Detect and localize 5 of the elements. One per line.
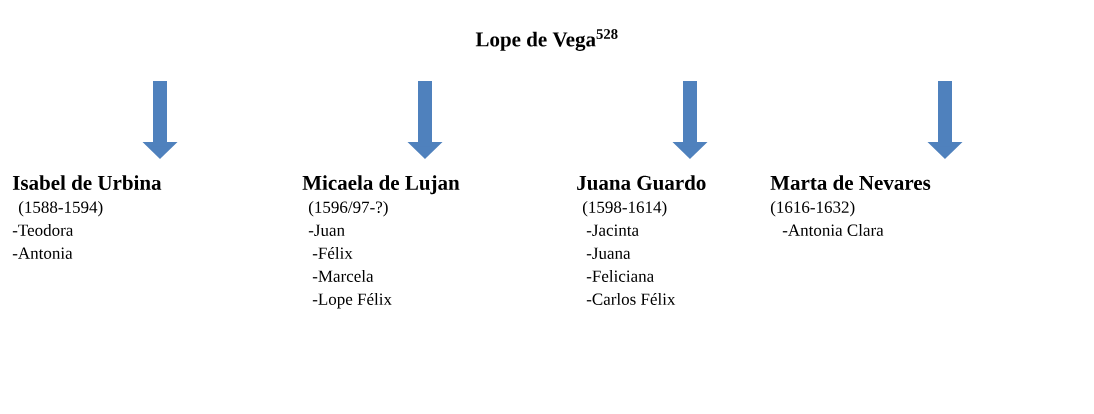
- person-entry: Isabel de Urbina (1588-1594) -Teodora -Antonia: [12, 175, 162, 259]
- person-entry: Marta de Nevares (1616-1632) -Antonia Clara: [770, 175, 931, 236]
- title-text: Lope de Vega$^{528}$: [475, 29, 618, 51]
- person-entry: Juana Guardo (1598-1614) -Jacinta -Juana -Feliciana -Carlos Félix: [577, 175, 706, 305]
- person-entry: Micaela de Lujan (1596/97-?) -Juan -Félix -Marcela -Lope Félix: [302, 175, 460, 309]
